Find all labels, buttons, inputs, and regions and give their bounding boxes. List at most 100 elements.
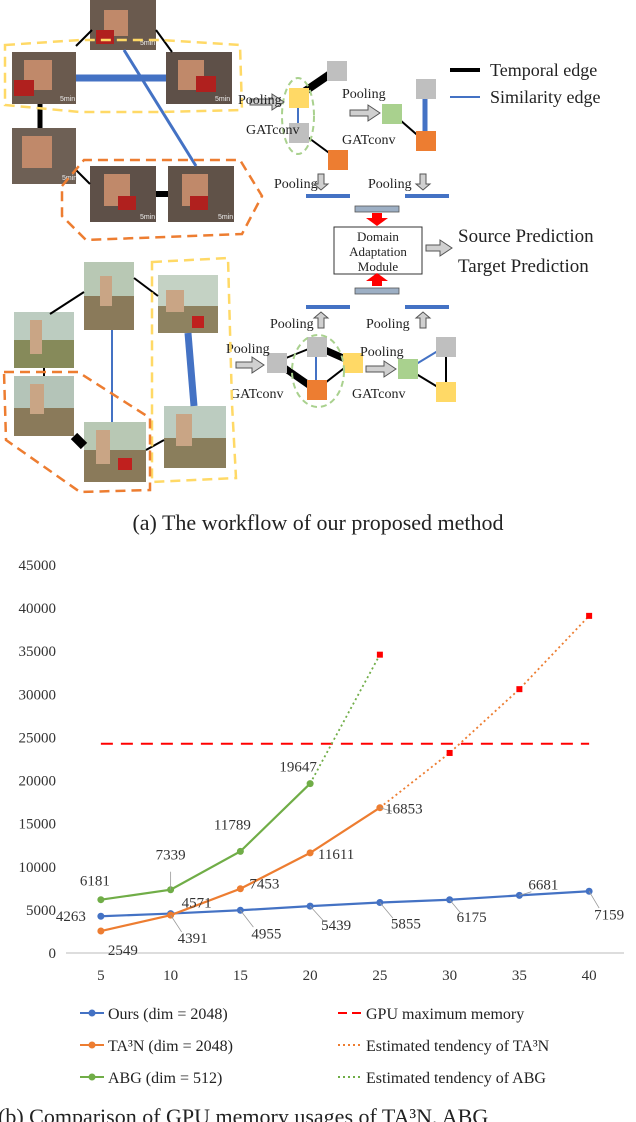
data-label: 5855	[391, 917, 421, 933]
label-leader	[379, 807, 392, 812]
x-tick-label: 5	[97, 968, 105, 984]
x-tick-label: 15	[233, 968, 248, 984]
label-leader	[588, 891, 600, 909]
similarity-edge	[122, 49, 198, 167]
y-tick-label: 35000	[19, 644, 57, 660]
legend-marker	[88, 1009, 96, 1017]
data-point	[306, 849, 314, 857]
graph-node-gray	[307, 337, 327, 357]
module-box	[333, 226, 423, 275]
video-frame-ground	[164, 438, 226, 468]
x-tick-label: 25	[372, 968, 387, 984]
similarity-edge	[184, 332, 198, 407]
boxing-glove	[96, 30, 114, 44]
data-label: 4571	[182, 896, 212, 912]
data-label: 5439	[321, 918, 351, 934]
label-leader	[379, 902, 394, 919]
estimate-marker	[446, 749, 453, 756]
cluster-outline-orange	[2, 370, 152, 494]
arrow-down	[312, 173, 330, 191]
legend-marker	[88, 1041, 96, 1049]
x-tick-label: 30	[442, 968, 457, 984]
y-tick-label: 0	[49, 946, 57, 962]
plot-area	[97, 612, 593, 935]
arrow-up	[414, 311, 432, 329]
frame-stamp: 5min	[215, 96, 230, 103]
video-frame-person	[96, 430, 110, 464]
pooling-label: Pooling	[366, 317, 410, 332]
legend-label: TA³N (dim = 2048)	[108, 1038, 233, 1055]
video-frame-object	[192, 316, 204, 328]
domain-adaptation-module: Domain Adaptation Module Source Predicti…	[333, 226, 594, 295]
graph-node-orange	[328, 150, 348, 170]
chart-legend: Ours (dim = 2048)GPU maximum memoryTA³N …	[80, 1006, 550, 1087]
frame-group-target	[2, 256, 238, 494]
y-tick-label: 40000	[19, 601, 57, 617]
pooled-feature-bar	[405, 194, 449, 198]
boxing-glove	[196, 76, 216, 92]
arrow-right	[349, 104, 381, 122]
video-frame-object	[118, 458, 132, 470]
graph-node-green	[382, 104, 402, 124]
module-label-line2: Adaptation	[349, 244, 407, 259]
y-tick-label: 30000	[19, 687, 57, 703]
boxing-glove	[190, 196, 208, 210]
cluster-outline-green	[281, 77, 315, 155]
label-leader	[240, 910, 254, 928]
boxing-glove	[14, 80, 34, 96]
cluster-outline-yellow	[3, 38, 244, 114]
pooling-label: Pooling	[270, 317, 314, 332]
pooling-label: Pooling	[274, 177, 318, 192]
cluster-outline-green	[291, 334, 345, 408]
pooled-feature-bar	[306, 305, 350, 309]
red-arrow-up	[366, 273, 388, 286]
y-tick-label: 5000	[26, 903, 56, 919]
y-axis: 0500010000150002000025000300003500040000…	[19, 558, 57, 962]
gatconv-label: GATconv	[246, 123, 299, 138]
frame-stamp: 5min	[140, 40, 155, 47]
legend-label: Ours (dim = 2048)	[108, 1006, 228, 1023]
series-line	[379, 615, 590, 809]
arrow-right	[249, 93, 285, 111]
target-graph-pipeline: Pooling Pooling Pooling GATconv Pooling …	[226, 305, 456, 408]
data-label: 2549	[108, 943, 138, 959]
pooling-label: Pooling	[360, 345, 404, 360]
data-point	[236, 885, 244, 893]
data-label: 6175	[457, 910, 487, 926]
arrow-right	[425, 239, 453, 257]
gatconv-label: GATconv	[352, 387, 405, 402]
video-frame-person	[30, 320, 42, 354]
frame-group-source: 5min 5min 5min 5min 5min 5min	[3, 0, 264, 242]
target-prediction-label: Target Prediction	[458, 256, 589, 277]
source-prediction-label: Source Prediction	[458, 226, 594, 247]
temporal-edge-label: Temporal edge	[490, 60, 597, 80]
red-arrow-down	[366, 213, 388, 226]
graph-node-gray	[436, 337, 456, 357]
data-point	[97, 912, 105, 920]
data-label: 11789	[214, 817, 251, 833]
estimate-marker	[516, 686, 523, 693]
frame-stamp: 5min	[218, 214, 233, 221]
similarity-edge-label: Similarity edge	[490, 87, 600, 107]
gatconv-label: GATconv	[342, 133, 395, 148]
graph-node-orange	[416, 131, 436, 151]
series-line	[309, 654, 381, 785]
data-label: 6681	[528, 877, 558, 893]
estimate-marker	[376, 651, 383, 658]
video-frame-person	[30, 384, 44, 414]
pooled-feature-bar	[306, 194, 350, 198]
y-tick-label: 15000	[19, 817, 57, 833]
graph-node-gray	[416, 79, 436, 99]
y-tick-label: 10000	[19, 860, 57, 876]
module-label-line1: Domain	[357, 229, 399, 244]
temporal-edge	[155, 29, 173, 53]
data-point	[97, 927, 105, 935]
figure-a-caption: (a) The workflow of our proposed method	[132, 510, 503, 535]
cluster-outline-yellow	[150, 256, 238, 484]
graph-node-yellow	[289, 88, 309, 108]
temporal-edge	[145, 439, 165, 451]
temporal-edge	[133, 277, 159, 297]
label-leader	[170, 914, 182, 933]
x-tick-label: 35	[512, 968, 527, 984]
